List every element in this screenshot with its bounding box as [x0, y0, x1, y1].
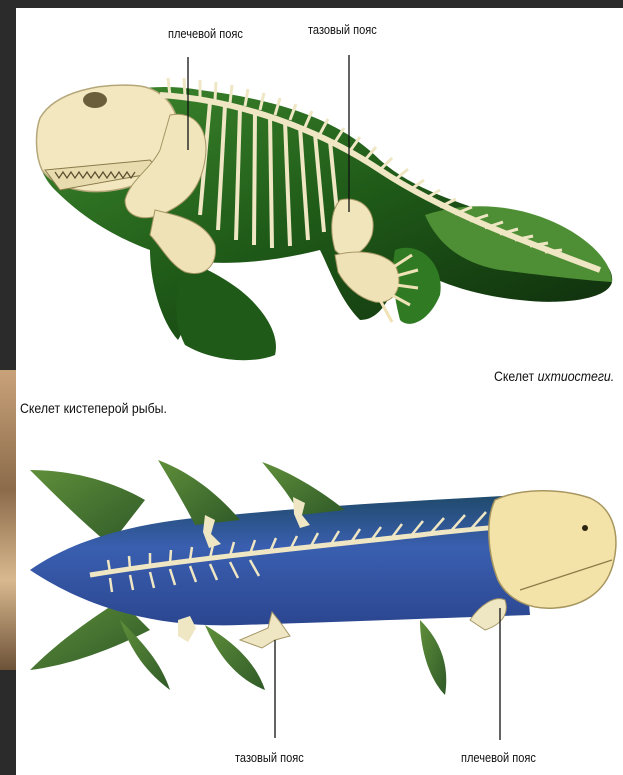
pelvic-girdle-label-top: тазовый пояс — [308, 22, 377, 37]
fish-skull — [489, 491, 616, 609]
lobe-finned-fish-figure — [30, 460, 616, 695]
lobe-finned-fish-caption: Скелет кистеперой рыбы. — [20, 400, 167, 416]
ichthyostega-caption-name: ихтиостеги. — [538, 368, 615, 384]
ichthyostega-caption: Скелет ихтиостеги. — [494, 368, 614, 384]
ichthyostega-eye-socket — [83, 92, 107, 108]
fish-pectoral-fin — [420, 620, 446, 695]
ichthyostega-figure — [36, 78, 612, 360]
pelvic-girdle-label-bottom: тазовый пояс — [235, 750, 304, 765]
ichthyostega-caption-prefix: Скелет — [494, 368, 538, 384]
fish-first-dorsal-fin — [158, 460, 240, 525]
fish-eye — [582, 525, 588, 531]
shoulder-girdle-label-bottom: плечевой пояс — [461, 750, 536, 765]
shoulder-girdle-label-top: плечевой пояс — [168, 26, 243, 41]
ichthyostega-front-fin — [176, 262, 276, 360]
